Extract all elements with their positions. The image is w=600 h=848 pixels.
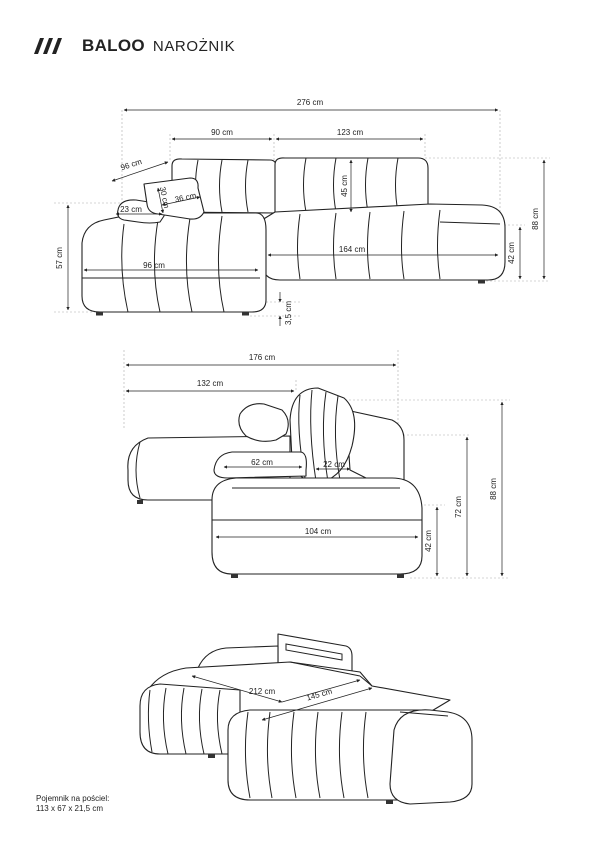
header: BALOO NAROŻNIK [34,34,235,58]
side-pillow-left [238,403,289,442]
bed-view: 212 cm 145 cm [139,633,473,805]
front-view: 276 cm 90 cm 123 cm 96 cm 30 cm 36 cm 23… [54,98,550,326]
dim-mid-seat-depth: 62 cm [251,458,273,467]
side-front-block [211,477,423,575]
dim-mid-total-height: 88 cm [489,478,498,500]
brand-slashes-logo-icon [34,38,62,54]
dim-top-main-back-width: 123 cm [337,128,364,137]
side-seat-rear [213,451,307,479]
dim-mid-arm-depth: 22 cm [323,460,345,469]
dim-top-chaise-seat-depth: 96 cm [143,261,165,270]
storage-note-label: Pojemnik na pościel: [36,794,110,803]
storage-note-dimensions: 113 x 67 x 21,5 cm [36,804,103,813]
dim-mid-total-depth: 176 cm [249,353,276,362]
front-back-cushion-right [274,157,429,213]
dim-top-chaise-width: 90 cm [211,128,233,137]
product-name: BALOO [82,36,145,55]
front-chaise-cushion [81,212,267,313]
bed-chaise-block [139,683,241,755]
dim-top-leg-height: 3,5 cm [284,301,293,325]
dim-top-seat-width: 164 cm [339,245,366,254]
dim-bed-length: 212 cm [249,687,276,696]
dim-top-seat-height: 42 cm [507,242,516,264]
dim-top-left-height: 57 cm [55,247,64,269]
dim-mid-back-height: 72 cm [454,496,463,518]
bed-pouf [389,709,473,805]
dim-mid-seat-width: 104 cm [305,527,332,536]
dim-top-total-height: 88 cm [531,208,540,230]
storage-note: Pojemnik na pościel: 113 x 67 x 21,5 cm [36,794,109,814]
dim-mid-chaise-depth: 132 cm [197,379,224,388]
dim-top-back-height: 45 cm [340,175,349,197]
dim-top-chaise-depth: 96 cm [119,157,143,172]
dim-top-armrest-width: 23 cm [120,205,142,214]
dim-top-pillow-width: 36 cm [174,191,198,204]
product-type: NAROŻNIK [152,37,236,55]
dim-mid-seat-height: 42 cm [424,530,433,552]
dim-top-total-width: 276 cm [297,98,324,107]
side-view: 176 cm 132 cm 62 cm 22 cm 104 cm 42 cm 7… [123,350,510,579]
